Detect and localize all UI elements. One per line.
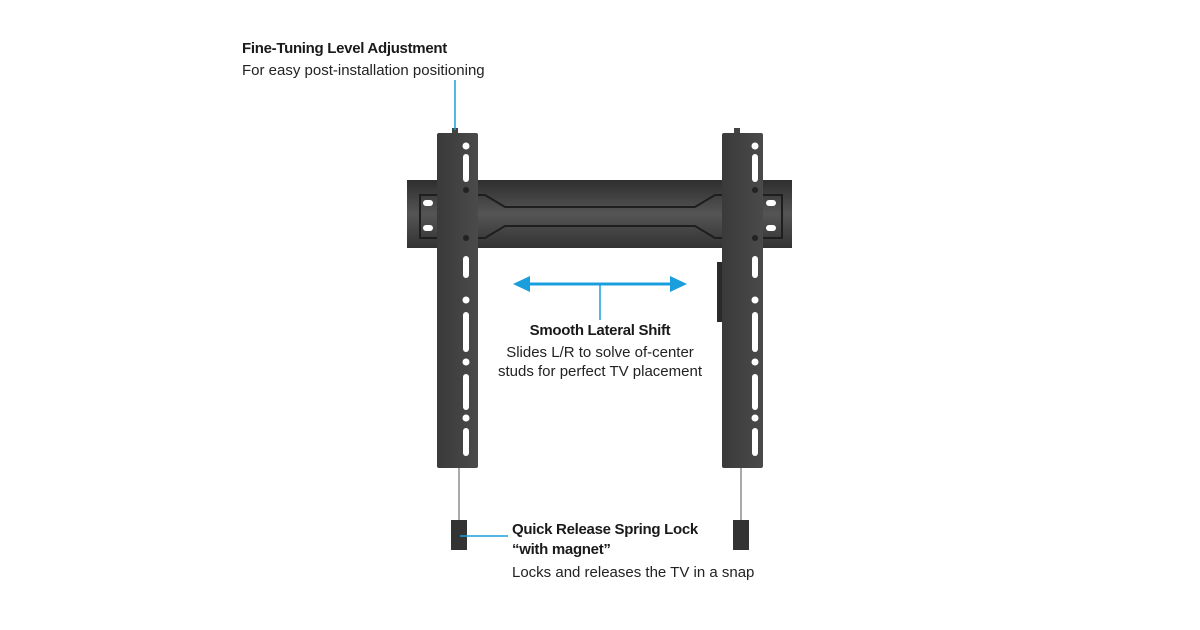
right-spring-lock — [733, 520, 749, 550]
lock-callout-desc: Locks and releases the TV in a snap — [512, 564, 755, 581]
lock-callout-subtitle: “with magnet” — [512, 541, 611, 558]
level-callout-desc: For easy post-installation positioning — [242, 62, 485, 79]
level-callout-title: Fine-Tuning Level Adjustment — [242, 40, 447, 57]
shift-callout-desc-line2: studs for perfect TV placement — [498, 363, 702, 380]
right-upright — [717, 128, 763, 550]
double-arrow-icon — [513, 276, 687, 320]
lock-callout-title: Quick Release Spring Lock — [512, 521, 698, 538]
left-upright — [437, 128, 478, 550]
shift-callout-title: Smooth Lateral Shift — [529, 322, 671, 339]
shift-callout-desc-line1: Slides L/R to solve of-center — [506, 344, 694, 361]
left-spring-lock — [451, 520, 467, 550]
